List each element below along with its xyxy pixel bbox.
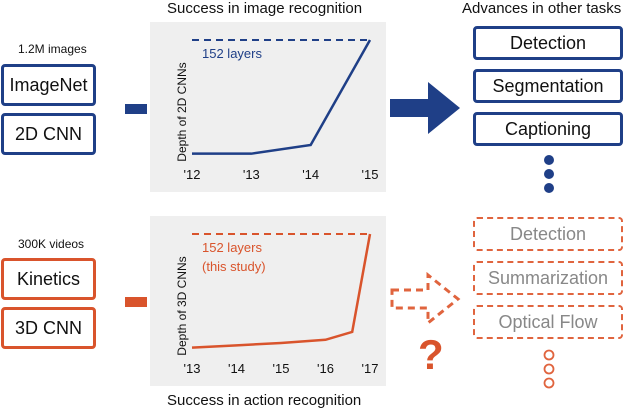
bottom-more-dots <box>543 349 555 389</box>
kinetics-box: Kinetics <box>1 258 96 300</box>
annotation-note: (this study) <box>202 259 266 274</box>
bottom-chart-panel: Depth of 3D CNNs 152 layers (this study) '… <box>150 216 386 386</box>
top-more-dots <box>544 155 554 193</box>
x-tick-label: '14 <box>302 167 319 182</box>
x-tick-label: '17 <box>362 361 379 376</box>
bottom-chart-title: Success in action recognition <box>167 392 362 409</box>
bottom-chart: Depth of 3D CNNs 152 layers (this study) '… <box>175 233 379 376</box>
imagenet-box: ImageNet <box>1 64 96 106</box>
dashed-right-arrow-icon <box>390 272 461 326</box>
top-dataset-size: 1.2M images <box>18 42 87 56</box>
3d-cnn-label: 3D CNN <box>14 317 82 338</box>
kinetics-label: Kinetics <box>16 268 81 289</box>
question-mark: ? <box>418 331 444 378</box>
task-label: Summarization <box>487 267 609 288</box>
series-line <box>191 233 372 349</box>
bottom-connector-bar <box>125 297 147 307</box>
bottom-dashed-arrow <box>390 272 461 326</box>
task-label: Detection <box>509 223 587 244</box>
top-chart: Depth of 2D CNNs 152 layers '12 '13 '14 '15 <box>175 39 379 182</box>
top-chart-title: Success in image recognition <box>167 0 363 17</box>
task-detection-dashed-box: Detection <box>473 217 623 251</box>
bottom-chart-ylabel: Depth of 3D CNNs <box>175 256 189 355</box>
x-tick-label: '13 <box>184 361 201 376</box>
top-connector-bar <box>125 104 147 114</box>
x-tick-label: '13 <box>243 167 260 182</box>
task-optical-flow-dashed-box: Optical Flow <box>473 305 623 339</box>
task-label: Optical Flow <box>498 311 598 332</box>
task-label: Segmentation <box>492 75 604 96</box>
task-label: Detection <box>509 32 587 53</box>
x-tick-label: '15 <box>362 167 379 182</box>
annotation-label: 152 layers <box>202 46 262 61</box>
task-summarization-dashed-box: Summarization <box>473 261 623 295</box>
annotation-label: 152 layers <box>202 240 262 255</box>
task-label: Captioning <box>504 118 592 139</box>
2d-cnn-label: 2D CNN <box>14 123 82 144</box>
series-line <box>192 39 372 155</box>
right-arrow-icon <box>390 82 460 134</box>
top-arrow <box>390 82 460 134</box>
2d-cnn-box: 2D CNN <box>1 113 96 155</box>
imagenet-label: ImageNet <box>9 74 88 95</box>
top-chart-panel: Depth of 2D CNNs 152 layers '12 '13 '14 '15 <box>150 22 386 192</box>
top-chart-ylabel: Depth of 2D CNNs <box>175 62 189 161</box>
3d-cnn-box: 3D CNN <box>1 307 96 349</box>
x-tick-label: '15 <box>273 361 290 376</box>
task-segmentation-box: Segmentation <box>473 69 623 103</box>
task-captioning-box: Captioning <box>473 112 623 146</box>
x-tick-label: '14 <box>228 361 245 376</box>
task-detection-box: Detection <box>473 26 623 60</box>
top-tasks-title: Advances in other tasks <box>462 0 622 17</box>
x-tick-label: '12 <box>184 167 201 182</box>
x-tick-label: '16 <box>317 361 334 376</box>
bottom-dataset-size: 300K videos <box>18 237 85 251</box>
